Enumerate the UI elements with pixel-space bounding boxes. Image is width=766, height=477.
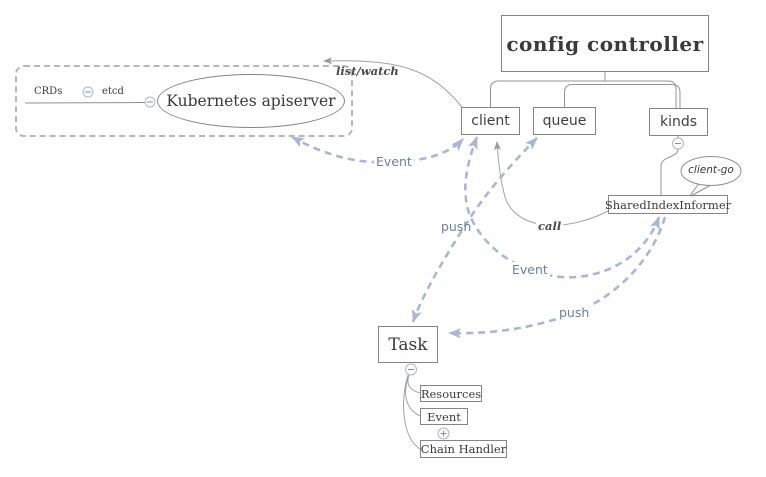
edge-listwatch-client-apiserver — [323, 57, 463, 108]
kinds-informer-connector — [660, 148, 679, 195]
client-go-bubble-label: client-go — [688, 164, 734, 176]
edge-label-event-apiserver-client: Event — [374, 154, 414, 169]
task-chainhandler-connector — [403, 374, 421, 450]
collapse-icon[interactable] — [144, 96, 156, 108]
collapse-icon[interactable] — [405, 363, 417, 376]
tree-bracket-client-kinds — [490, 80, 677, 108]
edge-call-informer-client — [494, 141, 609, 226]
node-chain-handler[interactable]: Chain Handler — [420, 440, 507, 458]
node-crds[interactable]: CRDs — [34, 86, 63, 97]
edge-label-list-watch: list/watch — [336, 64, 399, 78]
node-queue[interactable]: queue — [533, 107, 596, 135]
collapse-icon[interactable] — [82, 86, 94, 98]
task-resources-connector — [407, 374, 421, 394]
node-kubernetes-apiserver[interactable]: Kubernetes apiserver — [157, 74, 345, 128]
node-config-controller[interactable]: config controller — [501, 15, 709, 72]
crds-etcd-line — [24, 102, 146, 104]
node-resources[interactable]: Resources — [420, 385, 482, 402]
client-go-bubble[interactable] — [680, 156, 742, 186]
edge-label-push-informer-task: push — [557, 305, 592, 320]
node-etcd[interactable]: etcd — [102, 86, 124, 97]
task-event-connector — [405, 374, 421, 417]
node-shared-index-informer[interactable]: SharedIndexInformer — [605, 195, 731, 214]
expand-icon[interactable] — [437, 427, 450, 440]
node-client[interactable]: client — [461, 107, 520, 135]
edge-push-queue-task — [411, 137, 538, 323]
node-task[interactable]: Task — [378, 326, 438, 363]
apiserver-group[interactable] — [15, 65, 353, 137]
edge-label-event-client-informer: Event — [510, 262, 550, 277]
edge-label-push-queue-task: push — [441, 219, 472, 234]
node-kinds[interactable]: kinds — [649, 108, 708, 136]
tree-bracket-queue-kinds — [564, 84, 681, 108]
node-event[interactable]: Event — [420, 408, 468, 425]
collapse-icon[interactable] — [672, 137, 684, 150]
edge-label-call: call — [536, 219, 564, 233]
